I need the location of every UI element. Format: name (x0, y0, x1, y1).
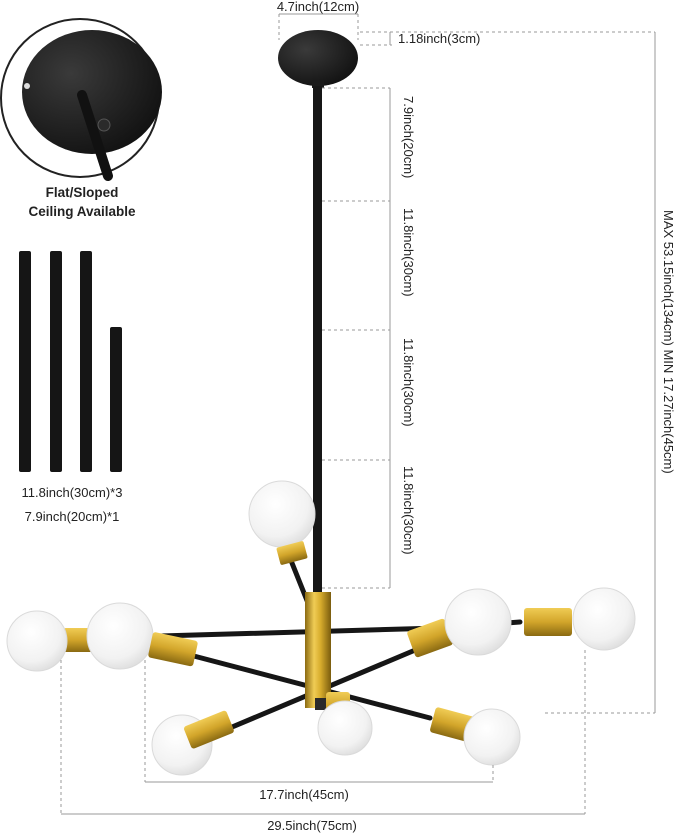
globe-4 (407, 588, 512, 658)
overall-width-label: 29.5inch(75cm) (267, 818, 357, 833)
canopy-height-label: 1.18inch(3cm) (398, 31, 480, 46)
globe-5 (524, 587, 636, 651)
inset-swivel-joint (97, 118, 111, 132)
inner-width-dimension (144, 660, 494, 783)
overall-height-dimension (545, 32, 656, 714)
canopy-width-dimension (278, 13, 359, 40)
overall-width-dimension (60, 650, 586, 815)
inner-width-label: 17.7inch(45cm) (259, 787, 349, 802)
main-stem-rod (313, 86, 322, 596)
ceiling-detail-inset (0, 18, 162, 181)
rod-2-label: 11.8inch(30cm) (401, 208, 416, 297)
canopy-height-dimension (360, 31, 655, 46)
globe-7 (317, 692, 373, 756)
globe-3 (248, 480, 316, 565)
rod-1-label: 7.9inch(20cm) (401, 96, 416, 178)
rod-30cm-a (19, 251, 31, 472)
rod-segment-dimensions (322, 87, 391, 589)
globe-1 (6, 610, 98, 672)
rods-text-line2: 7.9inch(20cm)*1 (25, 509, 120, 524)
rod-30cm-b (50, 251, 62, 472)
ceiling-text-line1: Flat/Sloped (46, 185, 119, 200)
globe-2 (86, 602, 198, 670)
spare-rods (19, 251, 122, 472)
center-body (305, 592, 331, 708)
rod-3-label: 11.8inch(30cm) (401, 338, 416, 427)
rods-text-line1: 11.8inch(30cm)*3 (22, 485, 123, 500)
globe-8 (430, 707, 521, 766)
inset-canopy (22, 30, 162, 154)
canopy (278, 30, 358, 88)
rod-20cm (110, 327, 122, 472)
ceiling-text-line2: Ceiling Available (28, 204, 136, 219)
inset-screw (24, 83, 30, 89)
overall-height-label: MAX 53.15inch(134cm) MIN 17.27inch(45cm) (661, 210, 676, 474)
inset-swivel-rod (77, 90, 113, 181)
rod-30cm-c (80, 251, 92, 472)
rod-4-label: 11.8inch(30cm) (401, 466, 416, 555)
globe-6 (151, 710, 234, 776)
canopy-width-label: 4.7inch(12cm) (277, 0, 359, 14)
